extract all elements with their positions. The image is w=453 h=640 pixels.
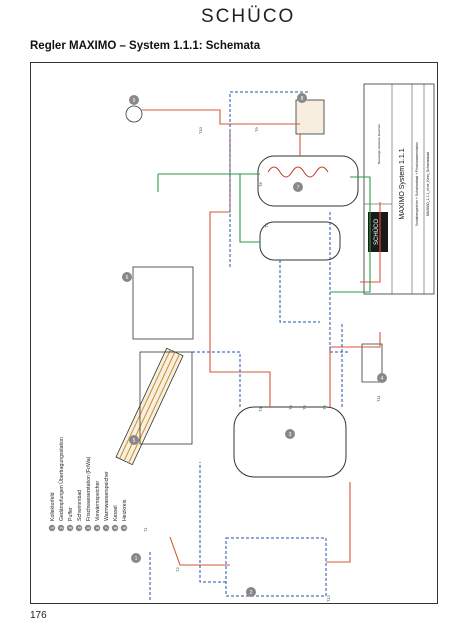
collector-field <box>115 347 184 466</box>
svg-text:T8: T8 <box>258 182 263 187</box>
legend-marker-5 <box>84 524 92 532</box>
legend-number-3: 3 <box>68 526 73 529</box>
svg-text:4: 4 <box>381 376 384 382</box>
legend-label-1: Kollektorfeld <box>50 492 56 521</box>
title-file-ref: MAXIMO_1.1.1_ohne_Kess_Schwimmbad <box>426 152 430 216</box>
svg-text:T11: T11 <box>376 395 381 402</box>
legend-marker-2 <box>57 524 65 532</box>
svg-text:T1: T1 <box>143 527 148 532</box>
legend: 1 Kollektorfeld 2 Gedämpfungen Übertragungs… <box>48 437 128 532</box>
heating-circuit <box>125 105 143 123</box>
svg-text:T3: T3 <box>258 407 263 412</box>
schematic-diagram: 1 Kollektorfeld 2 Gedämpfungen Übertragungs… <box>48 83 435 602</box>
title-note: Bauseitige Hinweise beachten <box>377 124 381 165</box>
fresh-water-station <box>139 351 193 445</box>
legend-number-4: 4 <box>77 526 82 529</box>
legend-label-8: Kessel <box>113 505 119 521</box>
boiler <box>295 99 325 135</box>
svg-text:3: 3 <box>289 432 292 438</box>
legend-label-4: Schwimmbad <box>77 490 83 521</box>
title-block-logo: SCHÜCO <box>373 219 380 245</box>
legend-label-2: Gedämpfungen Übertragungsstation <box>58 437 65 521</box>
legend-number-7: 7 <box>104 526 109 529</box>
svg-text:T7: T7 <box>264 223 269 228</box>
page-number: 176 <box>30 610 47 621</box>
title-block: SCHÜCO MAXIMO System 1.1.1 Vorwärmspeich… <box>363 83 435 295</box>
legend-number-2: 2 <box>59 526 64 529</box>
legend-label-3: Puffer <box>68 507 74 521</box>
return-pipes-blue <box>149 91 350 602</box>
svg-text:9: 9 <box>133 98 136 104</box>
flow-pipes-red <box>142 109 381 566</box>
svg-text:T2: T2 <box>175 567 180 572</box>
svg-text:T9: T9 <box>254 127 259 132</box>
buffer-tank <box>233 406 347 478</box>
legend-label-7: Warmwasserspeicher <box>104 471 110 521</box>
transfer-station <box>225 537 327 597</box>
svg-text:T5: T5 <box>302 405 307 410</box>
hot-water-tank <box>257 155 359 207</box>
svg-text:1: 1 <box>135 556 138 562</box>
legend-marker-3 <box>66 524 74 532</box>
schematic-frame <box>30 62 438 604</box>
page-title: Regler MAXIMO – System 1.1.1: Schemata <box>30 40 261 52</box>
svg-text:T12: T12 <box>326 594 331 602</box>
legend-marker-8 <box>111 524 119 532</box>
cold-water-pipes-green <box>157 173 371 293</box>
svg-text:T10: T10 <box>198 126 203 134</box>
svg-text:8: 8 <box>301 96 304 102</box>
svg-text:7: 7 <box>297 185 300 191</box>
svg-text:2: 2 <box>250 590 253 596</box>
legend-marker-1 <box>48 524 56 532</box>
legend-marker-7 <box>102 524 110 532</box>
legend-number-1: 1 <box>50 526 55 529</box>
legend-number-6: 6 <box>95 526 100 529</box>
svg-text:6: 6 <box>126 275 129 281</box>
preheat-tank <box>259 221 341 261</box>
legend-label-9: Heizkreis <box>122 499 128 521</box>
title-description: Vorwärmspeicher + Schwimmbad + Frischwas… <box>415 142 419 226</box>
legend-number-5: 5 <box>86 526 91 529</box>
brand-logo: SCHÜCO <box>201 6 296 27</box>
legend-marker-4 <box>75 524 83 532</box>
legend-label-5: Frischwasserstation (FriWa) <box>86 456 92 521</box>
controller-box <box>132 266 194 340</box>
legend-label-6: Vorwärmspeicher <box>95 481 101 521</box>
sensor-labels: T1 T2 T3 T4 T5 T6 T7 T8 T9 T10 T11 T12 <box>143 126 381 602</box>
legend-marker-9 <box>120 524 128 532</box>
legend-marker-6 <box>93 524 101 532</box>
label-1 <box>131 553 141 563</box>
legend-number-8: 8 <box>113 526 118 529</box>
title-system-name: MAXIMO System 1.1.1 <box>399 148 406 219</box>
svg-text:T6: T6 <box>322 405 327 410</box>
legend-number-9: 9 <box>122 526 127 529</box>
svg-text:5: 5 <box>133 438 136 444</box>
svg-text:T4: T4 <box>288 405 293 410</box>
